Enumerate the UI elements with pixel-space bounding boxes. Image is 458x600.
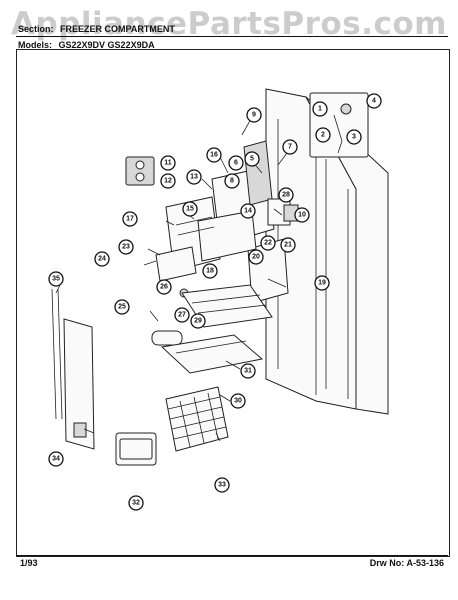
callout-31-text: 31 <box>244 368 252 375</box>
callout-35-text: 35 <box>52 276 60 283</box>
callout-24-text: 24 <box>98 256 106 263</box>
callout-8: 8 <box>224 173 240 189</box>
callout-11: 11 <box>160 155 176 171</box>
callout-32-text: 32 <box>132 500 140 507</box>
callout-19-text: 19 <box>318 280 326 287</box>
models-value: GS22X9DV GS22X9DA <box>58 40 155 50</box>
callout-26: 26 <box>156 279 172 295</box>
callout-22-text: 22 <box>264 240 272 247</box>
callout-32: 32 <box>128 495 144 511</box>
glass-shelf <box>160 334 264 374</box>
callout-5-text: 5 <box>250 156 254 163</box>
callout-33-text: 33 <box>218 482 226 489</box>
drawing-number-line: Drw No: A-53-136 <box>370 558 444 568</box>
callout-23-text: 23 <box>122 244 130 251</box>
callout-34: 34 <box>48 451 64 467</box>
callout-28-text: 28 <box>282 192 290 199</box>
parts-diagram-sheet: AppliancePartsPros.com Section: FREEZER … <box>6 4 452 592</box>
callout-14: 14 <box>240 203 256 219</box>
callout-3-text: 3 <box>352 134 356 141</box>
callout-6: 6 <box>228 155 244 171</box>
callout-markers: 1 2 3 4 5 6 7 8 9 10 11 12 13 14 15 16 1… <box>48 93 382 511</box>
callout-29: 29 <box>190 313 206 329</box>
callout-29-text: 29 <box>194 318 202 325</box>
callout-14-text: 14 <box>244 208 252 215</box>
side-panel <box>51 288 95 450</box>
section-value: FREEZER COMPARTMENT <box>60 24 175 34</box>
callout-9: 9 <box>246 107 262 123</box>
footer-divider <box>16 555 448 556</box>
models-line: Models: GS22X9DV GS22X9DA <box>18 40 155 50</box>
callout-19: 19 <box>314 275 330 291</box>
callout-2-text: 2 <box>321 132 325 139</box>
callout-33: 33 <box>214 477 230 493</box>
callout-16: 16 <box>206 147 222 163</box>
section-line: Section: FREEZER COMPARTMENT <box>18 24 175 34</box>
callout-23: 23 <box>118 239 134 255</box>
callout-3: 3 <box>346 129 362 145</box>
callout-7-text: 7 <box>288 144 292 151</box>
callout-30: 30 <box>230 393 246 409</box>
cabinet-outline <box>265 88 389 415</box>
callout-4-text: 4 <box>372 98 376 105</box>
callout-12: 12 <box>160 173 176 189</box>
callout-21-text: 21 <box>284 242 292 249</box>
callout-35: 35 <box>48 271 64 287</box>
callout-10: 10 <box>294 207 310 223</box>
callout-20-text: 20 <box>252 254 260 261</box>
callout-27-text: 27 <box>178 312 186 319</box>
callout-16-text: 16 <box>210 152 218 159</box>
callout-6-text: 6 <box>234 160 238 167</box>
callout-17: 17 <box>122 211 138 227</box>
freezer-basket <box>165 386 229 452</box>
callout-4: 4 <box>366 93 382 109</box>
callout-1-text: 1 <box>318 106 322 113</box>
callout-28: 28 <box>278 187 294 203</box>
callout-18-text: 18 <box>206 268 214 275</box>
callout-25-text: 25 <box>118 304 126 311</box>
callout-34-text: 34 <box>52 456 60 463</box>
callout-25: 25 <box>114 299 130 315</box>
drawing-label: Drw No: <box>369 558 405 568</box>
revision-date: 1/93 <box>20 558 38 568</box>
callout-11-text: 11 <box>164 160 172 167</box>
diagram-frame <box>16 49 450 557</box>
callout-10-text: 10 <box>298 212 306 219</box>
callout-31: 31 <box>240 363 256 379</box>
callout-2: 2 <box>315 127 331 143</box>
callout-5: 5 <box>244 151 260 167</box>
ice-bin <box>115 432 157 466</box>
callout-15-text: 15 <box>186 206 194 213</box>
callout-24: 24 <box>94 251 110 267</box>
callout-13-text: 13 <box>190 174 198 181</box>
callout-22: 22 <box>260 235 276 251</box>
callout-18: 18 <box>202 263 218 279</box>
callout-30-text: 30 <box>234 398 242 405</box>
callout-17-text: 17 <box>126 216 134 223</box>
callout-26-text: 26 <box>160 284 168 291</box>
section-label: Section: <box>18 24 54 34</box>
callout-15: 15 <box>182 201 198 217</box>
exploded-parts-drawing: 1 2 3 4 5 6 7 8 9 10 11 12 13 14 15 16 1… <box>48 88 389 511</box>
callout-27: 27 <box>174 307 190 323</box>
leader-lines <box>55 116 291 442</box>
drawing-number: A-53-136 <box>406 558 444 568</box>
callout-7: 7 <box>282 139 298 155</box>
callout-20: 20 <box>248 249 264 265</box>
callout-12-text: 12 <box>164 178 172 185</box>
callout-13: 13 <box>186 169 202 185</box>
header-divider <box>16 36 448 37</box>
callout-1: 1 <box>312 101 328 117</box>
callout-8-text: 8 <box>230 178 234 185</box>
callout-21: 21 <box>280 237 296 253</box>
callout-9-text: 9 <box>252 112 256 119</box>
models-label: Models: <box>18 40 53 50</box>
